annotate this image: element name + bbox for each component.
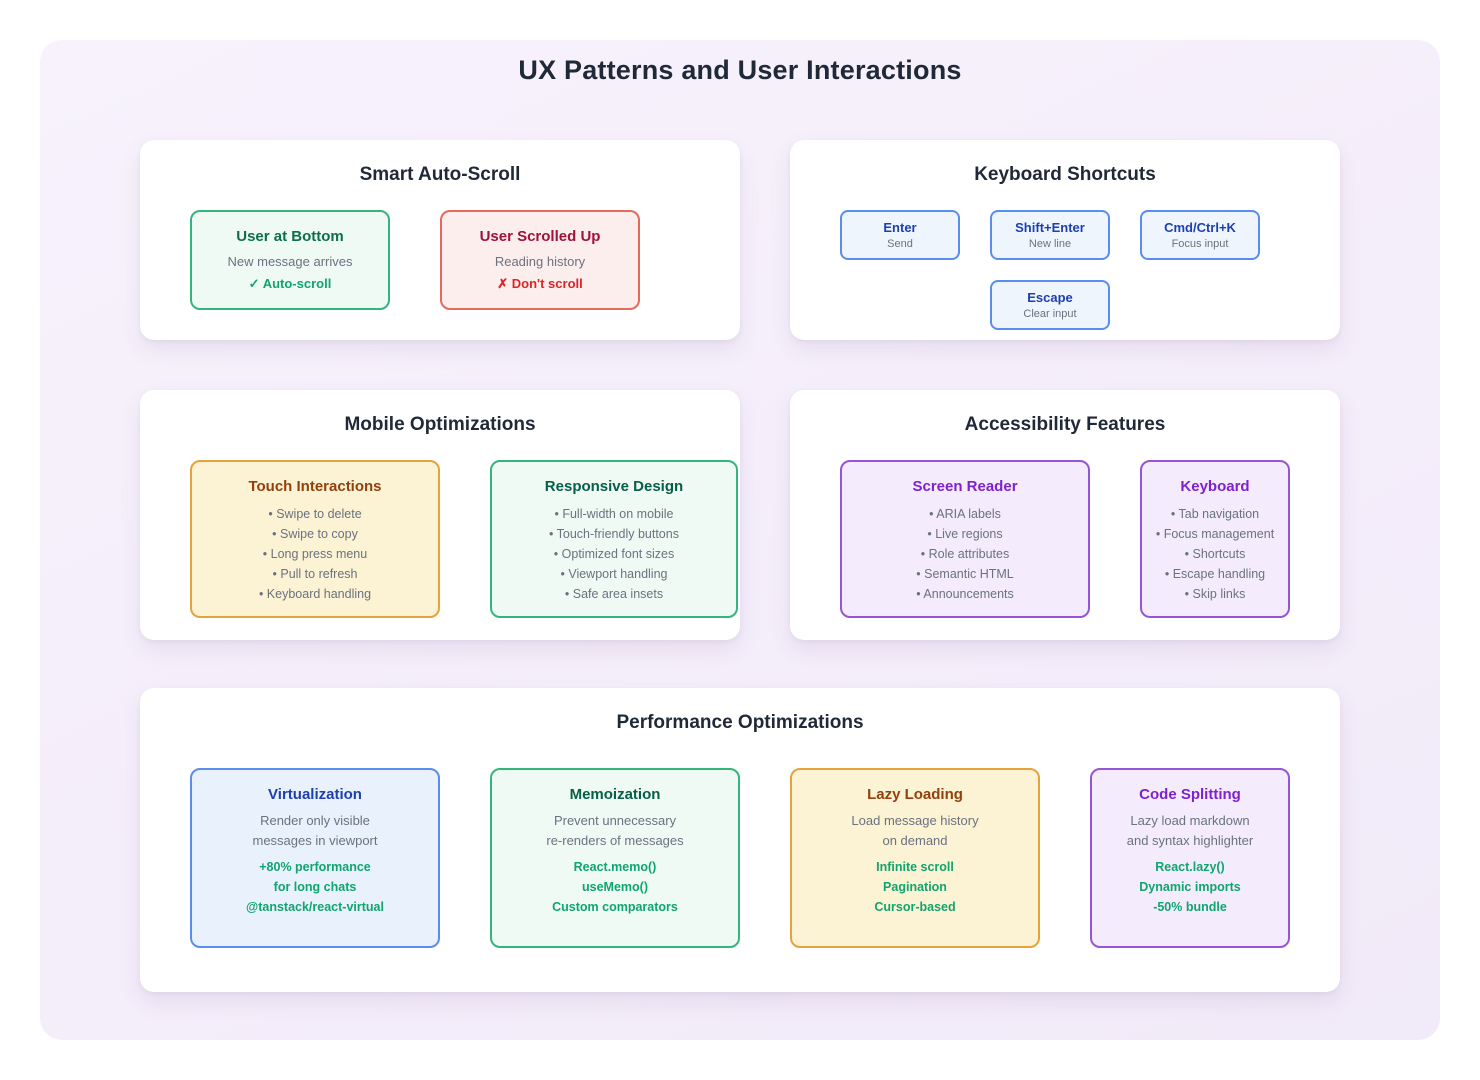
key-card-cmd-ctrl-k: Cmd/Ctrl+K Focus input (1140, 210, 1260, 260)
key-card-enter: Enter Send (840, 210, 960, 260)
feature-item: Swipe to delete (192, 504, 438, 524)
highlight-item: Cursor-based (874, 900, 956, 914)
card-keyboard: Keyboard Tab navigation Focus management… (1140, 460, 1290, 618)
key-action: Send (887, 238, 913, 250)
key-name: Escape (1027, 290, 1073, 305)
card-title: User Scrolled Up (479, 228, 601, 245)
card-subtitle: New message arrives (227, 254, 353, 269)
highlight-item: React.lazy() (1155, 860, 1225, 874)
highlight-item: useMemo() (582, 880, 648, 894)
key-name: Cmd/Ctrl+K (1164, 220, 1236, 235)
feature-list: Tab navigation Focus management Shortcut… (1142, 504, 1288, 604)
feature-item: Optimized font sizes (492, 544, 736, 564)
key-card-escape: Escape Clear input (990, 280, 1110, 330)
card-description: Lazy load markdown and syntax highlighte… (1092, 811, 1288, 851)
card-title: Code Splitting (1139, 786, 1241, 803)
feature-item: Role attributes (842, 544, 1088, 564)
description-line: Prevent unnecessary (553, 813, 677, 828)
feature-item: Full-width on mobile (492, 504, 736, 524)
card-code-splitting: Code Splitting Lazy load markdown and sy… (1090, 768, 1290, 948)
card-lazy-loading: Lazy Loading Load message history on dem… (790, 768, 1040, 948)
panel-title: Mobile Optimizations (344, 414, 536, 435)
card-title: Touch Interactions (248, 478, 382, 495)
panel-title: Performance Optimizations (616, 712, 864, 733)
feature-item: Swipe to copy (192, 524, 438, 544)
feature-item: Viewport handling (492, 564, 736, 584)
description-line: re-renders of messages (546, 833, 684, 848)
card-virtualization: Virtualization Render only visible messa… (190, 768, 440, 948)
card-memoization: Memoization Prevent unnecessary re-rende… (490, 768, 740, 948)
highlight-list: Infinite scroll Pagination Cursor-based (792, 857, 1038, 917)
feature-item: Keyboard handling (192, 584, 438, 604)
highlight-item: +80% performance (259, 860, 371, 874)
page-title: UX Patterns and User Interactions (518, 55, 962, 85)
panel-title: Accessibility Features (964, 414, 1166, 435)
highlight-item: for long chats (273, 880, 357, 894)
key-action: Clear input (1023, 308, 1077, 320)
description-line: Render only visible (260, 813, 370, 828)
highlight-list: React.lazy() Dynamic imports -50% bundle (1092, 857, 1288, 917)
card-title: Keyboard (1180, 478, 1250, 495)
card-status: ✗ Don't scroll (497, 276, 583, 291)
key-action: Focus input (1171, 238, 1229, 250)
description-line: and syntax highlighter (1126, 833, 1254, 848)
card-user-scrolled-up: User Scrolled Up Reading history ✗ Don't… (440, 210, 640, 310)
feature-item: Safe area insets (492, 584, 736, 604)
panel-accessibility-features: Accessibility Features Screen Reader ARI… (790, 390, 1340, 640)
panel-title: Smart Auto-Scroll (359, 164, 521, 185)
feature-list: ARIA labels Live regions Role attributes… (842, 504, 1088, 604)
card-title: Virtualization (268, 786, 362, 803)
card-touch-interactions: Touch Interactions Swipe to delete Swipe… (190, 460, 440, 618)
panel-smart-auto-scroll: Smart Auto-Scroll User at Bottom New mes… (140, 140, 740, 340)
feature-item: Escape handling (1142, 564, 1288, 584)
card-title: User at Bottom (236, 228, 344, 245)
feature-item: Pull to refresh (192, 564, 438, 584)
description-line: Load message history (851, 813, 979, 828)
key-action: New line (1028, 238, 1072, 250)
highlight-item: Custom comparators (552, 900, 678, 914)
panel-title: Keyboard Shortcuts (974, 164, 1156, 185)
key-card-shift-enter: Shift+Enter New line (990, 210, 1110, 260)
description-line: on demand (882, 833, 948, 848)
feature-list: Full-width on mobile Touch-friendly butt… (492, 504, 736, 604)
highlight-item: @tanstack/react-virtual (246, 900, 384, 914)
card-user-at-bottom: User at Bottom New message arrives ✓ Aut… (190, 210, 390, 310)
card-screen-reader: Screen Reader ARIA labels Live regions R… (840, 460, 1090, 618)
panel-performance-optimizations: Performance Optimizations Virtualization… (140, 688, 1340, 992)
card-description: Render only visible messages in viewport (192, 811, 438, 851)
card-title: Memoization (569, 786, 661, 803)
highlight-list: +80% performance for long chats @tanstac… (192, 857, 438, 917)
feature-list: Swipe to delete Swipe to copy Long press… (192, 504, 438, 604)
feature-item: Semantic HTML (842, 564, 1088, 584)
highlight-item: -50% bundle (1153, 900, 1227, 914)
description-line: messages in viewport (252, 833, 378, 848)
feature-item: Shortcuts (1142, 544, 1288, 564)
card-status: ✓ Auto-scroll (248, 276, 332, 291)
feature-item: Tab navigation (1142, 504, 1288, 524)
highlight-item: Pagination (883, 880, 947, 894)
highlight-item: Infinite scroll (876, 860, 954, 874)
card-title: Lazy Loading (867, 786, 963, 803)
feature-item: Long press menu (192, 544, 438, 564)
key-name: Shift+Enter (1015, 220, 1085, 235)
panel-mobile-optimizations: Mobile Optimizations Touch Interactions … (140, 390, 740, 640)
card-description: Load message history on demand (792, 811, 1038, 851)
feature-item: Live regions (842, 524, 1088, 544)
feature-item: Skip links (1142, 584, 1288, 604)
feature-item: ARIA labels (842, 504, 1088, 524)
feature-item: Touch-friendly buttons (492, 524, 736, 544)
feature-item: Announcements (842, 584, 1088, 604)
panel-keyboard-shortcuts: Keyboard Shortcuts Enter Send Shift+Ente… (790, 140, 1340, 340)
card-description: Prevent unnecessary re-renders of messag… (492, 811, 738, 851)
highlight-item: Dynamic imports (1139, 880, 1241, 894)
card-title: Responsive Design (544, 478, 684, 495)
key-name: Enter (883, 220, 917, 235)
card-subtitle: Reading history (494, 254, 586, 269)
card-title: Screen Reader (912, 478, 1018, 495)
highlight-list: React.memo() useMemo() Custom comparator… (492, 857, 738, 917)
card-responsive-design: Responsive Design Full-width on mobile T… (490, 460, 738, 618)
description-line: Lazy load markdown (1130, 813, 1250, 828)
highlight-item: React.memo() (573, 860, 657, 874)
feature-item: Focus management (1142, 524, 1288, 544)
